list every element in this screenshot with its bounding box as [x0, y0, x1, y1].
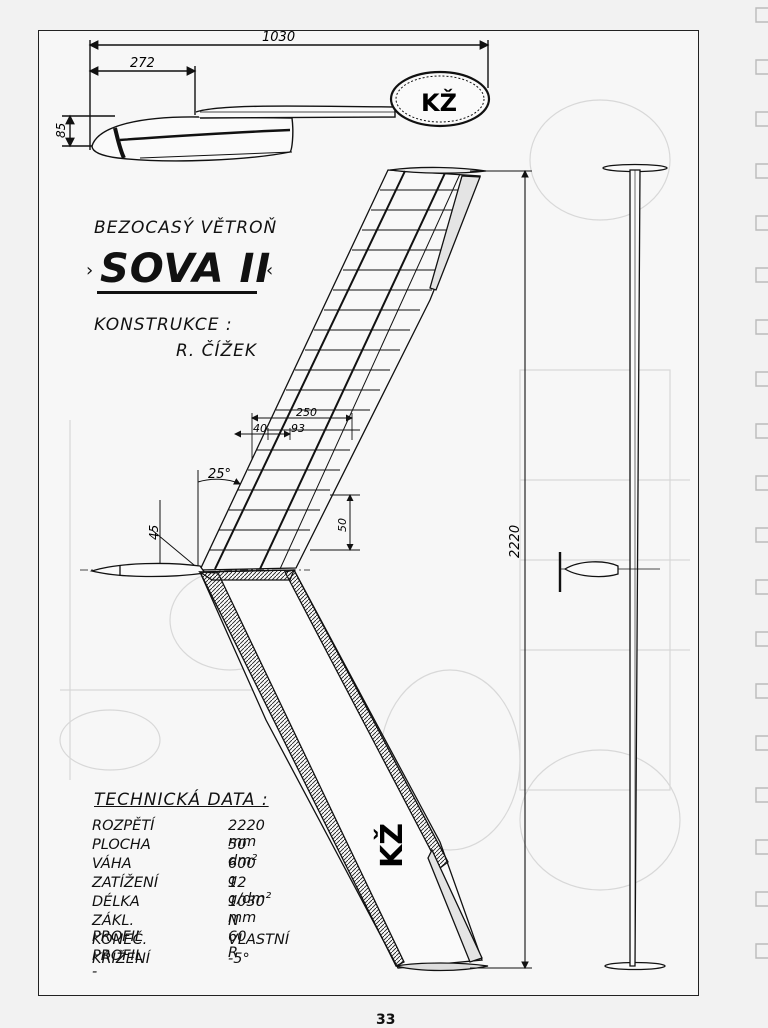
spec-value: 2220 mm [228, 818, 265, 850]
spec-key: ZÁKL. PROFIL [92, 913, 143, 945]
page-number: 33 [376, 1012, 396, 1028]
dim-250: 250 [296, 406, 317, 419]
dim-93: 93 [291, 422, 305, 435]
specs-title: TECHNICKÁ DATA : [94, 790, 269, 810]
spec-key: KŘÍŽENÍ [92, 951, 151, 967]
designer-label: KONSTRUKCE : [94, 315, 233, 335]
span-dimension [470, 169, 532, 970]
dim-50: 50 [336, 518, 349, 532]
wing-plan-lower [197, 569, 489, 972]
dim-1030: 1030 [262, 30, 295, 45]
dim-272: 272 [130, 56, 155, 71]
spec-value: 1030 mm [228, 894, 265, 926]
dim-40: 40 [253, 422, 267, 435]
spec-value: 12 g/dm² [228, 875, 272, 907]
wing-plan-upper [151, 166, 487, 571]
sweep-angle: 25° [208, 467, 231, 482]
spec-value: VLASTNÍ [228, 932, 290, 948]
spec-key: PLOCHA [92, 837, 151, 853]
spec-key: DÉLKA [92, 894, 140, 910]
spec-key: KONEČ. PROFIL - [92, 932, 148, 980]
spec-key: VÁHA [92, 856, 132, 872]
fuselage-plan [80, 562, 310, 578]
model-name: SOVA II [100, 246, 272, 292]
glider-type: BEZOCASÝ VĚTROŇ [94, 218, 278, 238]
spec-value: 600 g [228, 856, 256, 888]
spec-key: ZATÍŽENÍ [92, 875, 159, 891]
dim-2220: 2220 [508, 525, 523, 558]
spec-value: N 60 R [228, 913, 247, 961]
front-view [558, 163, 668, 971]
binder-marks [755, 7, 768, 959]
dim-85: 85 [54, 123, 68, 138]
side-view [62, 40, 491, 162]
spec-value: -5° [228, 951, 250, 967]
wing-marking: KŽ [374, 823, 410, 868]
designer-name: R. ČÍŽEK [176, 341, 258, 361]
title-arrow-right: ‹ [266, 260, 274, 281]
title-arrow-left: › [86, 260, 94, 281]
title-underline [97, 291, 257, 294]
specs-table: ROZPĚTÍ 2220 mm PLOCHA 50 dm² VÁHA 600 g… [92, 818, 352, 980]
dim-45: 45 [147, 525, 161, 540]
spec-key: ROZPĚTÍ [92, 818, 155, 834]
spec-value: 50 dm² [228, 837, 258, 869]
tail-marking: KŽ [421, 88, 457, 117]
